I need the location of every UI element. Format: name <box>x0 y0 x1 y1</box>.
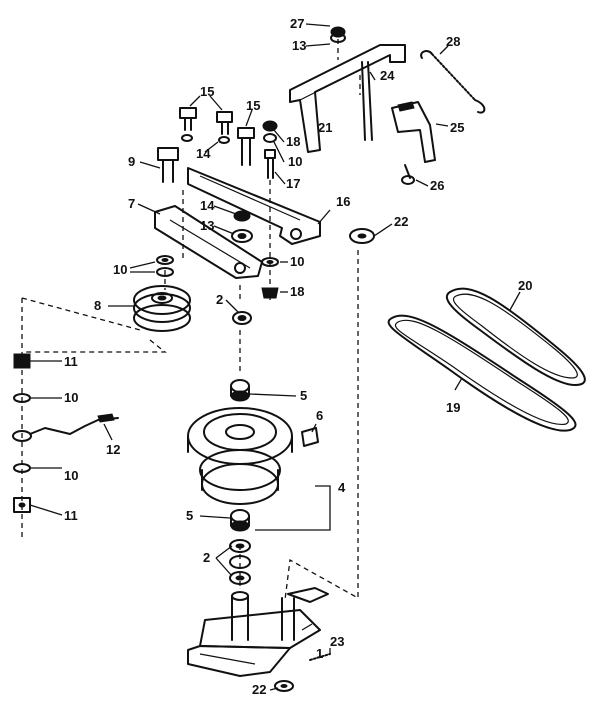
idler-pulley <box>133 285 191 332</box>
callout-part-10-left-upper: 10 <box>64 390 78 405</box>
callout-part-15-right: 15 <box>246 98 260 113</box>
callout-part-27: 27 <box>290 16 304 31</box>
callout-part-10-plate: 10 <box>113 262 127 277</box>
idler-arm-bracket <box>391 101 436 185</box>
callout-part-24: 24 <box>380 68 395 83</box>
callout-part-1: 1 <box>316 646 323 661</box>
base-bracket <box>187 587 329 677</box>
idler-arm <box>187 167 321 245</box>
set-screw <box>301 427 319 447</box>
callout-part-4: 4 <box>338 480 346 495</box>
callout-part-20: 20 <box>518 278 532 293</box>
callout-labels: 1 2 2 4 5 5 6 7 8 9 10 10 10 10 10 11 11… <box>64 16 532 697</box>
base-hardware <box>274 653 331 692</box>
callout-part-17: 17 <box>286 176 300 191</box>
callout-part-9: 9 <box>128 154 135 169</box>
callout-part-21: 21 <box>318 120 332 135</box>
callout-part-26: 26 <box>430 178 444 193</box>
callout-part-13-upper: 13 <box>292 38 306 53</box>
callout-part-5-lower: 5 <box>186 508 193 523</box>
callout-part-15-left: 15 <box>200 84 214 99</box>
callout-part-11-upper: 11 <box>64 354 78 369</box>
callout-part-7: 7 <box>128 196 135 211</box>
callout-part-22-upper: 22 <box>394 214 408 229</box>
drive-pulley-assembly <box>187 379 331 532</box>
flat-washer-upper <box>349 228 375 244</box>
callout-part-14-plate: 14 <box>200 198 215 213</box>
callout-part-13-plate: 13 <box>200 218 214 233</box>
callout-part-12: 12 <box>106 442 120 457</box>
lower-spacers <box>229 539 251 585</box>
callout-part-25: 25 <box>450 120 464 135</box>
plate-washers <box>156 255 279 299</box>
callout-part-14-upper: 14 <box>196 146 211 161</box>
idler-plate <box>154 205 263 279</box>
callout-part-16: 16 <box>336 194 350 209</box>
callout-part-2: 2 <box>216 292 223 307</box>
callout-part-11-lower: 11 <box>64 508 78 523</box>
mounting-bracket <box>289 26 406 153</box>
callout-part-8: 8 <box>94 298 101 313</box>
leader-lines <box>29 23 521 691</box>
upper-hardware <box>157 107 278 183</box>
callout-part-19: 19 <box>446 400 460 415</box>
callout-part-2-lower: 2 <box>203 550 210 565</box>
callout-part-18-lower: 18 <box>290 284 304 299</box>
callout-part-22-lower: 22 <box>252 682 266 697</box>
drive-belts <box>387 287 586 432</box>
callout-part-5-upper: 5 <box>300 388 307 403</box>
tension-spring <box>420 50 486 114</box>
callout-part-6: 6 <box>316 408 323 423</box>
left-hardware-column <box>12 353 119 513</box>
callout-part-28: 28 <box>446 34 460 49</box>
callout-part-10-upper: 10 <box>288 154 302 169</box>
callout-part-23: 23 <box>330 634 344 649</box>
callout-part-10-right: 10 <box>290 254 304 269</box>
callout-part-10-left-lower: 10 <box>64 468 78 483</box>
callout-part-18-upper: 18 <box>286 134 300 149</box>
spacer-mid <box>232 311 252 325</box>
